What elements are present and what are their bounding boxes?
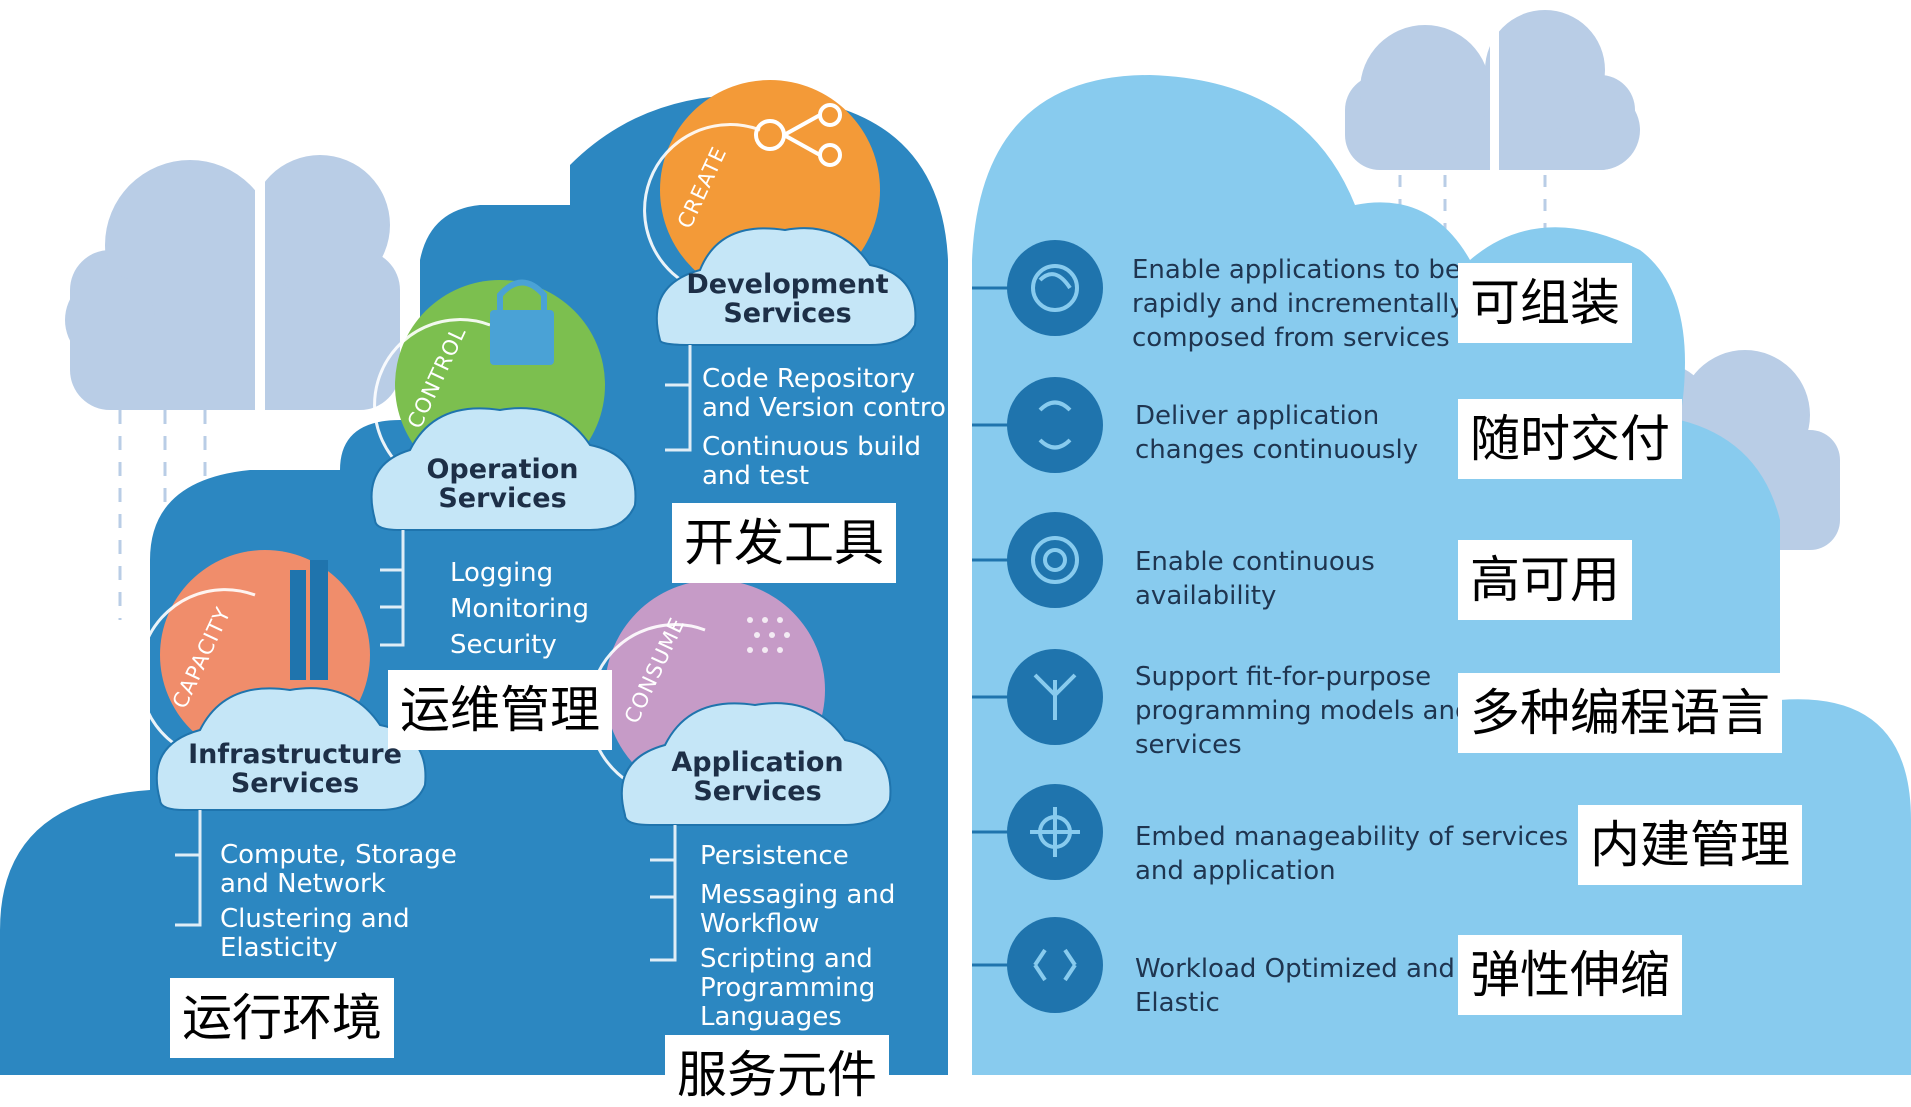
app-item-scripting: Scripting and Programming Languages — [700, 944, 876, 1032]
development-services-title: Development Services — [686, 269, 889, 329]
light-blue-cloud — [972, 75, 1911, 1075]
ops-cn-label: 运维管理 — [388, 670, 612, 750]
ops-item-monitoring: Monitoring — [450, 594, 590, 624]
feature-text-manageability: Embed manageability of services and appl… — [1135, 822, 1569, 886]
rain-lines-left — [118, 410, 207, 620]
pale-cloud-right-top — [1345, 10, 1640, 175]
rain-dots-icon — [747, 617, 790, 653]
feature-cn-availability: 高可用 — [1458, 540, 1632, 620]
server-icon — [290, 560, 328, 680]
feature-cn-manageability: 内建管理 — [1578, 805, 1802, 885]
infrastructure-services-title: Infrastructure Services — [188, 739, 402, 799]
feature-text-composable: Enable applications to be rapidly and in… — [1132, 255, 1465, 353]
feature-icon-glyphs — [1030, 264, 1080, 982]
dev-item-build: Continuous build and test — [702, 432, 922, 491]
dev-item-code-repo: Code Repository and Version control — [702, 364, 954, 423]
infra-item-compute: Compute, Storage and Network — [220, 840, 457, 899]
app-item-persistence: Persistence — [700, 841, 849, 871]
ops-item-security: Security — [450, 630, 557, 660]
app-cn-label: 服务元件 — [665, 1035, 889, 1107]
feature-cn-elastic: 弹性伸缩 — [1458, 935, 1682, 1015]
service-clouds — [155, 227, 917, 826]
feature-cn-programming: 多种编程语言 — [1458, 673, 1782, 753]
dev-cn-label: 开发工具 — [672, 503, 896, 583]
application-services-title: Application Services — [671, 747, 844, 807]
sub-list-brackets — [175, 345, 692, 962]
lock-icon — [490, 279, 554, 365]
feature-text-programming: Support fit-for-purpose programming mode… — [1135, 662, 1472, 760]
feature-icon-circles — [1007, 240, 1103, 1013]
ops-item-logging: Logging — [450, 558, 554, 588]
infra-item-clustering: Clustering and Elasticity — [220, 904, 410, 963]
center-gap — [948, 250, 972, 1075]
app-item-messaging: Messaging and Workflow — [700, 880, 896, 939]
feature-text-elastic: Workload Optimized and Elastic — [1135, 954, 1455, 1018]
operation-services-title: Operation Services — [426, 454, 579, 514]
network-nodes-icon — [754, 103, 842, 167]
feature-text-availability: Enable continuous availability — [1135, 547, 1375, 611]
pale-cloud-left — [65, 155, 400, 410]
feature-cn-delivery: 随时交付 — [1458, 399, 1682, 479]
infra-cn-label: 运行环境 — [170, 978, 394, 1058]
feature-cn-composable: 可组装 — [1458, 263, 1632, 343]
feature-text-delivery: Deliver application changes continuously — [1135, 401, 1419, 465]
